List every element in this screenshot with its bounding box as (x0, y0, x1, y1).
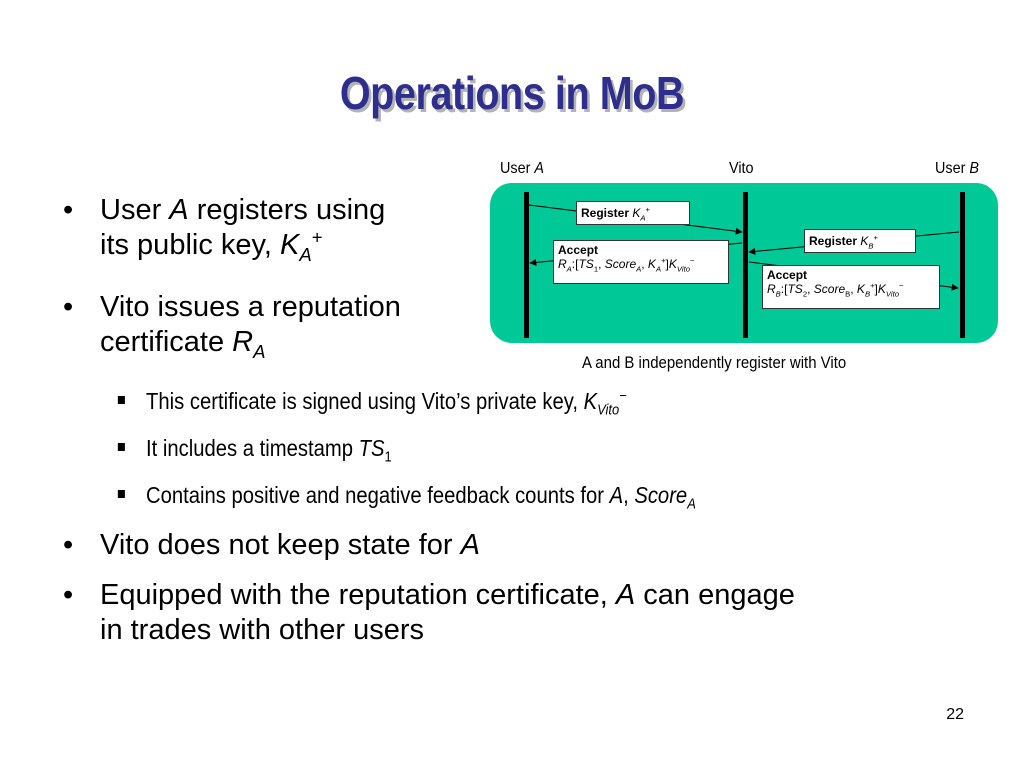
bullet-register: • User A registers using its public key,… (63, 194, 386, 265)
lifeline-user-b (960, 192, 965, 338)
bullet-engage-trades: • Equipped with the reputation certifica… (63, 579, 795, 646)
register-b-box: Register KB+ (804, 229, 916, 253)
sub-bullet-timestamp: It includes a timestamp TS1 (117, 434, 392, 465)
vito-label: Vito (729, 160, 754, 177)
slide-number: 22 (946, 706, 964, 723)
bullet-issue-certificate: • Vito issues a reputation certificate R… (63, 291, 401, 362)
slide-title: Operations in MoB (339, 67, 685, 119)
user-a-label: User A (500, 160, 545, 177)
diagram-caption: A and B independently register with Vito (582, 353, 847, 372)
accept-b-box: Accept RB:[TS2, ScoreB, KB+]KVito− (762, 265, 940, 309)
register-a-box: Register KA+ (576, 201, 690, 225)
lifeline-user-a (524, 192, 529, 338)
accept-a-box: Accept RA:[TS1, ScoreA, KA+]KVito− (553, 240, 729, 284)
bullet-no-state: • Vito does not keep state for A (63, 529, 480, 561)
sub-bullet-feedback: Contains positive and negative feedback … (117, 481, 696, 512)
sub-bullet-signed: This certificate is signed using Vito’s … (117, 387, 627, 418)
user-b-label: User B (935, 160, 980, 177)
lifeline-vito (743, 192, 748, 338)
